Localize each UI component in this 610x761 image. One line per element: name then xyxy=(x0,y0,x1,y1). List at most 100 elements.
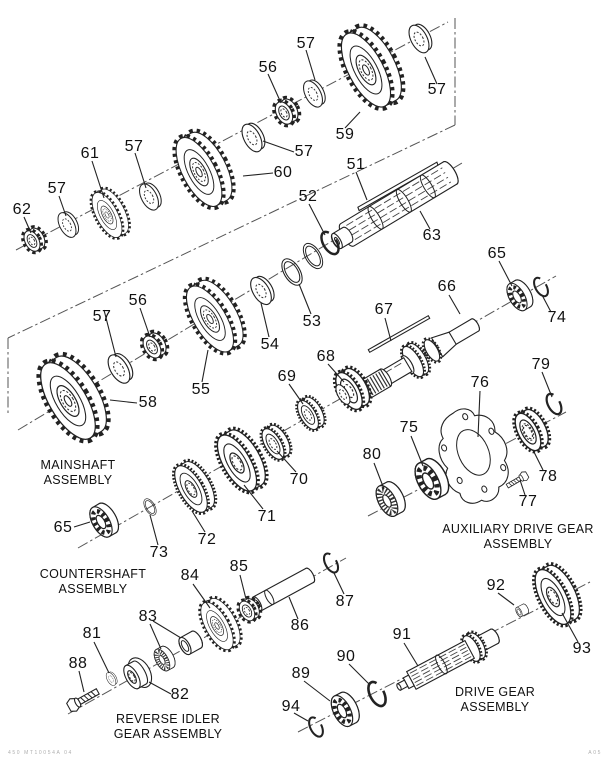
part-callout-82: 82 xyxy=(170,686,190,703)
part-callout-69: 69 xyxy=(277,368,297,385)
part-callout-54: 54 xyxy=(260,336,280,353)
part-callout-73: 73 xyxy=(149,544,169,561)
assembly-label-auxiliary-drive-gear: AUXILIARY DRIVE GEAR ASSEMBLY xyxy=(442,522,593,552)
part-callout-51: 51 xyxy=(346,156,366,173)
part-callout-70: 70 xyxy=(289,471,309,488)
part-callout-67: 67 xyxy=(374,301,394,318)
part-55-gear xyxy=(177,273,252,359)
mainshaft-assembly-artwork-row2 xyxy=(30,158,462,448)
part-callout-89: 89 xyxy=(291,665,311,682)
assembly-label-drive-gear: DRIVE GEAR ASSEMBLY xyxy=(455,685,535,715)
part-53-ring xyxy=(277,254,307,290)
part-61-gear xyxy=(86,185,134,242)
part-callout-87: 87 xyxy=(335,593,355,610)
part-callout-83: 83 xyxy=(138,608,158,625)
part-callout-86: 86 xyxy=(290,617,310,634)
part-92-collar xyxy=(514,602,531,619)
part-81-washer xyxy=(103,669,120,688)
assembly-label-line: REVERSE IDLER xyxy=(116,712,220,726)
figure-code-right: A05 xyxy=(588,750,602,756)
part-callout-56: 56 xyxy=(128,292,148,309)
part-79-snap-ring xyxy=(542,390,566,418)
countershaft-assembly-artwork xyxy=(85,274,552,541)
part-callout-78: 78 xyxy=(538,468,558,485)
part-callout-77: 77 xyxy=(518,493,538,510)
part-callout-65: 65 xyxy=(487,245,507,262)
part-58-gear xyxy=(30,348,117,448)
part-57-washer xyxy=(237,118,270,156)
assembly-label-reverse-idler-gear: REVERSE IDLER GEAR ASSEMBLY xyxy=(114,712,223,742)
part-54-washer xyxy=(245,271,280,309)
auxiliary-drive-gear-assembly-artwork xyxy=(372,390,566,519)
part-78-gear xyxy=(510,406,554,455)
assembly-label-line: ASSEMBLY xyxy=(58,582,128,596)
part-callout-53: 53 xyxy=(302,313,322,330)
part-callout-57: 57 xyxy=(124,138,144,155)
assembly-label-line: GEAR ASSEMBLY xyxy=(113,727,223,741)
part-callout-68: 68 xyxy=(316,348,336,365)
assembly-label-line: COUNTERSHAFT xyxy=(39,567,147,581)
part-56-sprocket xyxy=(139,330,169,361)
leader-lines xyxy=(23,49,579,722)
assembly-label-line: ASSEMBLY xyxy=(43,473,113,487)
part-callout-65: 65 xyxy=(53,519,73,536)
part-83-bearing-cage xyxy=(151,644,178,674)
part-callout-52: 52 xyxy=(298,188,318,205)
part-callout-90: 90 xyxy=(336,648,356,665)
assembly-label-line: AUXILIARY DRIVE GEAR xyxy=(442,522,594,536)
part-72-gear xyxy=(168,457,221,517)
part-callout-71: 71 xyxy=(257,508,277,525)
part-callout-60: 60 xyxy=(273,164,293,181)
part-callout-81: 81 xyxy=(82,625,102,642)
part-67-key xyxy=(367,314,431,354)
part-62-sprocket xyxy=(21,225,48,254)
part-callout-57: 57 xyxy=(92,308,112,325)
part-callout-92: 92 xyxy=(486,577,506,594)
part-callout-62: 62 xyxy=(12,201,32,218)
part-callout-59: 59 xyxy=(335,126,355,143)
part-56-sprocket xyxy=(272,96,302,127)
part-callout-66: 66 xyxy=(437,278,457,295)
part-callout-56: 56 xyxy=(258,59,278,76)
assembly-label-countershaft: COUNTERSHAFT ASSEMBLY xyxy=(40,567,146,597)
part-callout-72: 72 xyxy=(197,531,217,548)
part-82-hub xyxy=(118,653,157,695)
part-callout-79: 79 xyxy=(531,356,551,373)
part-60-gear xyxy=(167,126,241,214)
part-callout-75: 75 xyxy=(399,419,419,436)
part-89-bearing xyxy=(327,689,364,730)
part-callout-88: 88 xyxy=(68,655,88,672)
part-callout-76: 76 xyxy=(470,374,490,391)
part-93-drive-gear xyxy=(528,560,587,629)
part-65-bearing xyxy=(85,500,123,541)
assembly-label-line: MAINSHAFT xyxy=(40,458,116,472)
part-callout-84: 84 xyxy=(180,567,200,584)
part-87-snap-ring xyxy=(320,550,342,576)
drive-gear-assembly-artwork xyxy=(305,560,587,740)
part-callout-80: 80 xyxy=(362,446,382,463)
assembly-label-line: DRIVE GEAR xyxy=(454,685,536,699)
part-callout-93: 93 xyxy=(572,640,592,657)
assembly-label-line: ASSEMBLY xyxy=(483,537,553,551)
part-callout-57: 57 xyxy=(47,180,67,197)
part-callout-57: 57 xyxy=(296,35,316,52)
part-callout-61: 61 xyxy=(80,145,100,162)
part-74-snap-ring xyxy=(530,274,552,300)
part-callout-58: 58 xyxy=(138,394,158,411)
part-callout-94: 94 xyxy=(281,698,301,715)
part-68-gear xyxy=(328,364,374,414)
part-57-washer xyxy=(103,348,139,388)
part-65-bearing xyxy=(500,274,539,316)
part-callout-63: 63 xyxy=(422,227,442,244)
part-callout-91: 91 xyxy=(392,626,412,643)
part-callout-74: 74 xyxy=(547,309,567,326)
part-callout-57: 57 xyxy=(427,81,447,98)
assembly-label-line: ASSEMBLY xyxy=(460,700,530,714)
part-57-washer xyxy=(404,19,437,57)
part-callout-55: 55 xyxy=(191,381,211,398)
part-69-gear xyxy=(293,394,328,433)
part-83-spacer xyxy=(175,628,206,658)
part-59-gear xyxy=(332,20,412,114)
